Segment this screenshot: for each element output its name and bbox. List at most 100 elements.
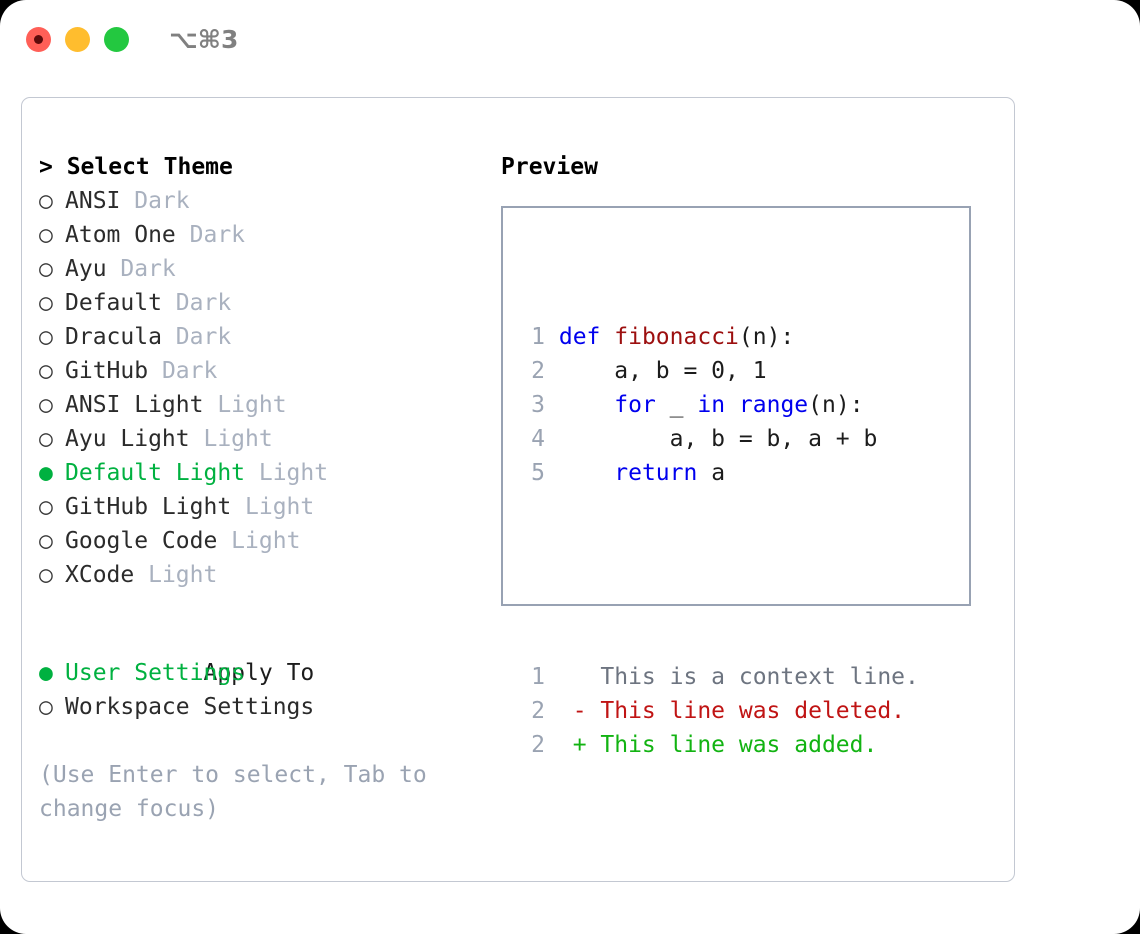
code-token: _ [655, 392, 698, 418]
code-token: a, b = 0, 1 [545, 358, 767, 384]
apply-to-item-user-settings[interactable]: ● User Settings [39, 656, 479, 690]
code-token: a, b = b, a + b [545, 426, 878, 452]
line-number: 2 [531, 358, 545, 384]
theme-item-name: Ayu [65, 256, 107, 282]
theme-item-name: Google Code [65, 528, 218, 554]
theme-item-tag: Dark [161, 290, 232, 316]
keyboard-hint: (Use Enter to select, Tab to change focu… [39, 762, 427, 822]
theme-item-default[interactable]: ○ Default Dark [39, 286, 479, 320]
theme-item-ayu[interactable]: ○Ayu Dark [39, 252, 479, 286]
code-token: return [614, 460, 698, 486]
radio-unselected-icon: ○ [39, 392, 53, 418]
apply-to-label-text: Apply To [203, 660, 315, 686]
code-token: range [738, 392, 809, 418]
code-token: fibonacci [614, 324, 739, 350]
diff-line: 1 This is a context line. [517, 660, 919, 694]
code-token [545, 392, 614, 418]
theme-item-tag: Light [217, 528, 301, 554]
theme-item-name: Default Light [65, 460, 246, 486]
apply-to-item-name: User Settings [65, 660, 246, 686]
radio-unselected-icon: ○ [39, 528, 53, 554]
line-number: 1 [531, 664, 545, 690]
radio-unselected-icon: ○ [39, 694, 53, 720]
list-spacer [39, 592, 479, 622]
theme-picker-column: > Select Theme ○ANSI Dark○Atom One Dark○… [39, 150, 479, 826]
theme-picker-heading: > Select Theme [39, 154, 233, 180]
theme-item-name: Atom One [65, 222, 176, 248]
theme-item-xcode[interactable]: ○ XCode Light [39, 558, 479, 592]
theme-item-ansi-light[interactable]: ○ ANSI Light Light [39, 388, 479, 422]
theme-item-tag: Light [245, 460, 329, 486]
code-token: (n): [738, 324, 795, 350]
preview-column: Preview 1 def fibonacci(n):2 a, b = 0, 1… [501, 150, 991, 758]
theme-item-name: ANSI Light [65, 392, 204, 418]
apply-to-label: ○Apply To [39, 622, 479, 686]
radio-unselected-icon: ○ [39, 562, 53, 588]
theme-item-tag: Light [134, 562, 218, 588]
radio-unselected-icon: ○ [39, 222, 53, 248]
theme-item-google-code[interactable]: ○ Google Code Light [39, 524, 479, 558]
theme-item-tag: Light [203, 392, 287, 418]
theme-item-name: Default [65, 290, 162, 316]
code-token: def [558, 324, 601, 350]
theme-item-tag: Dark [161, 324, 232, 350]
line-number: 2 [531, 698, 545, 724]
code-token [600, 324, 614, 350]
main-panel: > Select Theme ○ANSI Dark○Atom One Dark○… [21, 97, 1015, 882]
code-token [545, 324, 559, 350]
theme-item-name: GitHub [65, 358, 149, 384]
theme-item-ansi[interactable]: ○ANSI Dark [39, 184, 479, 218]
line-number: 4 [531, 426, 545, 452]
theme-item-dracula[interactable]: ○Dracula Dark [39, 320, 479, 354]
keyboard-shortcut-label: ⌥⌘3 [169, 24, 239, 54]
theme-list: ○ANSI Dark○Atom One Dark○Ayu Dark○Defaul… [39, 184, 479, 592]
apply-to-item-name: Workspace Settings [65, 694, 315, 720]
maximize-button[interactable] [104, 26, 129, 52]
theme-item-github-light[interactable]: ○ GitHub Light Light [39, 490, 479, 524]
line-number: 3 [531, 392, 545, 418]
code-line: 1 def fibonacci(n): [517, 320, 919, 354]
theme-item-ayu-light[interactable]: ○ Ayu Light Light [39, 422, 479, 456]
code-line: 3 for _ in range(n): [517, 388, 919, 422]
title-bar: ⌥⌘3 [0, 0, 1140, 78]
theme-item-tag: Light [189, 426, 273, 452]
code-line: 2 a, b = 0, 1 [517, 354, 919, 388]
minimize-button[interactable] [65, 26, 90, 52]
theme-item-name: GitHub Light [65, 494, 232, 520]
code-token: for [614, 392, 656, 418]
code-line: 4 a, b = b, a + b [517, 422, 919, 456]
theme-item-tag: Light [231, 494, 315, 520]
diff-line: 2 + This line was added. [517, 728, 919, 762]
preview-title: Preview [501, 154, 598, 180]
radio-unselected-icon: ○ [39, 290, 53, 316]
close-button[interactable] [26, 26, 51, 52]
code-token [725, 392, 739, 418]
theme-item-tag: Dark [175, 222, 246, 248]
theme-item-name: Ayu Light [65, 426, 190, 452]
line-number: 1 [531, 324, 545, 350]
radio-unselected-icon: ○ [39, 494, 53, 520]
code-token: (n): [808, 392, 864, 418]
code-token [545, 460, 614, 486]
radio-selected-icon: ● [39, 660, 53, 686]
hint-spacer [39, 724, 479, 758]
theme-item-tag: Dark [148, 358, 218, 384]
diff-line-text: This is a context line. [545, 664, 919, 690]
code-line: 5 return a [517, 456, 919, 490]
diff-line-text: + This line was added. [545, 732, 878, 758]
diff-line-text: - This line was deleted. [545, 698, 906, 724]
apply-to-item-workspace-settings[interactable]: ○ Workspace Settings [39, 690, 479, 724]
radio-unselected-icon: ○ [39, 358, 53, 384]
radio-unselected-icon: ○ [39, 426, 53, 452]
theme-item-default-light[interactable]: ● Default Light Light [39, 456, 479, 490]
theme-item-tag: Dark [120, 188, 190, 214]
theme-item-github[interactable]: ○ GitHub Dark [39, 354, 479, 388]
theme-item-atom-one[interactable]: ○ Atom One Dark [39, 218, 479, 252]
theme-item-name: XCode [65, 562, 135, 588]
radio-selected-icon: ● [39, 460, 53, 486]
window-controls [26, 26, 129, 52]
